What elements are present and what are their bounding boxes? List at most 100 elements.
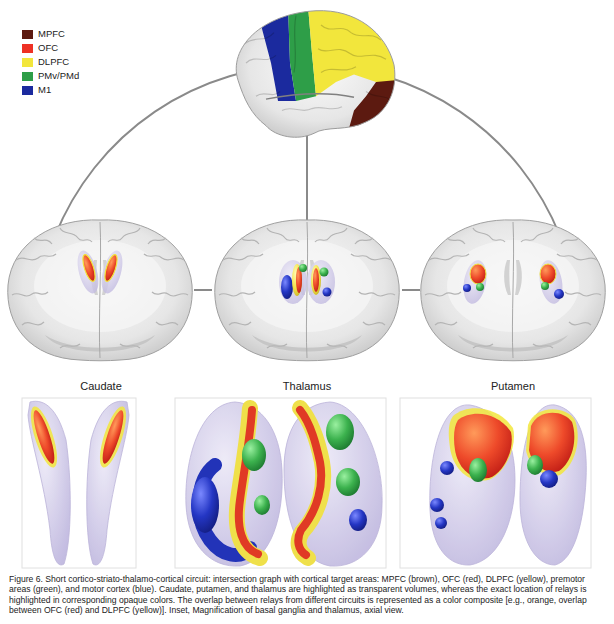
legend: MPFC OFC DLPFC PMv/PMdM1 <box>22 27 79 97</box>
illustration-part <box>554 289 564 299</box>
lateral-brain <box>236 6 398 139</box>
illustration-part <box>282 107 342 111</box>
circuit-link <box>402 289 420 291</box>
brain-panel: Caudate <box>8 212 194 397</box>
structure-label: Caudate <box>8 380 194 393</box>
legend-label: M1 <box>38 84 51 96</box>
illustration-part <box>99 409 128 466</box>
illustration-part <box>22 398 136 568</box>
inset-thalamus <box>175 398 386 568</box>
illustration-part <box>527 455 543 475</box>
legend-entry: MPFC <box>22 27 79 41</box>
illustration-part <box>320 268 329 277</box>
illustration-part <box>318 49 386 59</box>
illustration-part <box>281 275 293 299</box>
illustration-part <box>299 264 307 272</box>
illustration-part <box>540 470 558 488</box>
illustration-part <box>294 16 296 73</box>
legend-label: MPFC <box>38 28 65 40</box>
legend-swatch <box>22 86 33 95</box>
illustration-part <box>242 439 266 471</box>
legend-swatch <box>22 72 33 81</box>
illustration-part <box>326 414 354 450</box>
illustration-part <box>26 404 63 470</box>
illustration-part <box>435 517 447 529</box>
illustration-part <box>237 408 260 558</box>
illustration-part <box>98 248 127 295</box>
illustration-part <box>323 288 332 297</box>
illustration-part <box>346 80 398 139</box>
illustration-part <box>520 405 586 565</box>
legend-entry: M1 <box>22 83 79 97</box>
illustration-part <box>186 402 282 566</box>
illustration-part <box>266 94 354 99</box>
illustration-part <box>215 220 399 361</box>
illustration-part <box>536 258 565 305</box>
illustration-part <box>313 268 319 292</box>
legend-swatch <box>22 30 33 39</box>
illustration-part <box>321 25 381 40</box>
legend-label: DLPFC <box>38 56 69 68</box>
legend-label: PMv/PMd <box>38 70 79 82</box>
illustration-part <box>540 264 556 284</box>
illustration-part <box>336 468 360 496</box>
circuit-stem <box>306 132 308 222</box>
illustration-part <box>307 260 335 304</box>
legend-entry: PMv/PMd <box>22 69 79 83</box>
illustration-part <box>74 248 103 295</box>
legend-entry: OFC <box>22 41 79 55</box>
illustration-part <box>102 253 119 282</box>
axial-brain-putamen <box>421 220 605 361</box>
legend-label: OFC <box>38 42 58 54</box>
illustration-part <box>30 409 59 466</box>
illustration-part <box>400 398 591 568</box>
illustration-part <box>299 408 324 558</box>
illustration-part <box>526 409 578 476</box>
illustration-part <box>430 405 515 565</box>
illustration-part <box>476 283 484 291</box>
legend-swatch <box>22 58 33 67</box>
illustration-part <box>470 264 486 284</box>
illustration-part <box>349 509 367 531</box>
inset-putamen <box>400 398 591 568</box>
illustration-part <box>256 92 280 97</box>
structure-label: Putamen <box>420 380 606 393</box>
illustration-part <box>541 282 549 290</box>
illustration-part <box>236 11 395 138</box>
illustration-part <box>246 55 276 63</box>
illustration-part <box>366 92 392 102</box>
illustration-part <box>284 402 382 566</box>
inset-caudate <box>22 398 136 568</box>
illustration-part <box>440 461 454 475</box>
illustration-part <box>321 67 356 73</box>
illustration-part <box>244 16 392 111</box>
axial-brain-caudate <box>8 220 192 361</box>
figure-caption: Figure 6. Short cortico-striato-thalamo-… <box>9 574 607 615</box>
circuit-link <box>194 289 212 291</box>
illustration-part <box>175 398 386 568</box>
illustration-part <box>298 410 321 555</box>
legend-entry: DLPFC <box>22 55 79 69</box>
illustration-part <box>95 404 132 470</box>
illustration-part <box>430 498 444 512</box>
brain-panel: Putamen <box>420 212 606 397</box>
illustration-part <box>469 458 487 482</box>
illustration-part <box>279 260 307 304</box>
brain-panel: Thalamus <box>212 212 402 397</box>
connector-part <box>194 290 420 291</box>
structure-label: Thalamus <box>212 380 402 393</box>
illustration-part <box>80 253 97 282</box>
illustration-part <box>311 265 321 295</box>
illustration-part <box>254 495 270 515</box>
illustration-part <box>421 220 605 361</box>
illustration-part <box>239 410 258 554</box>
illustration-part <box>463 284 471 292</box>
axial-brain-thalamus <box>215 220 399 361</box>
illustration-part <box>191 477 219 533</box>
illustration-part <box>244 6 398 139</box>
legend-swatch <box>22 44 33 53</box>
illustration-part <box>460 258 489 305</box>
